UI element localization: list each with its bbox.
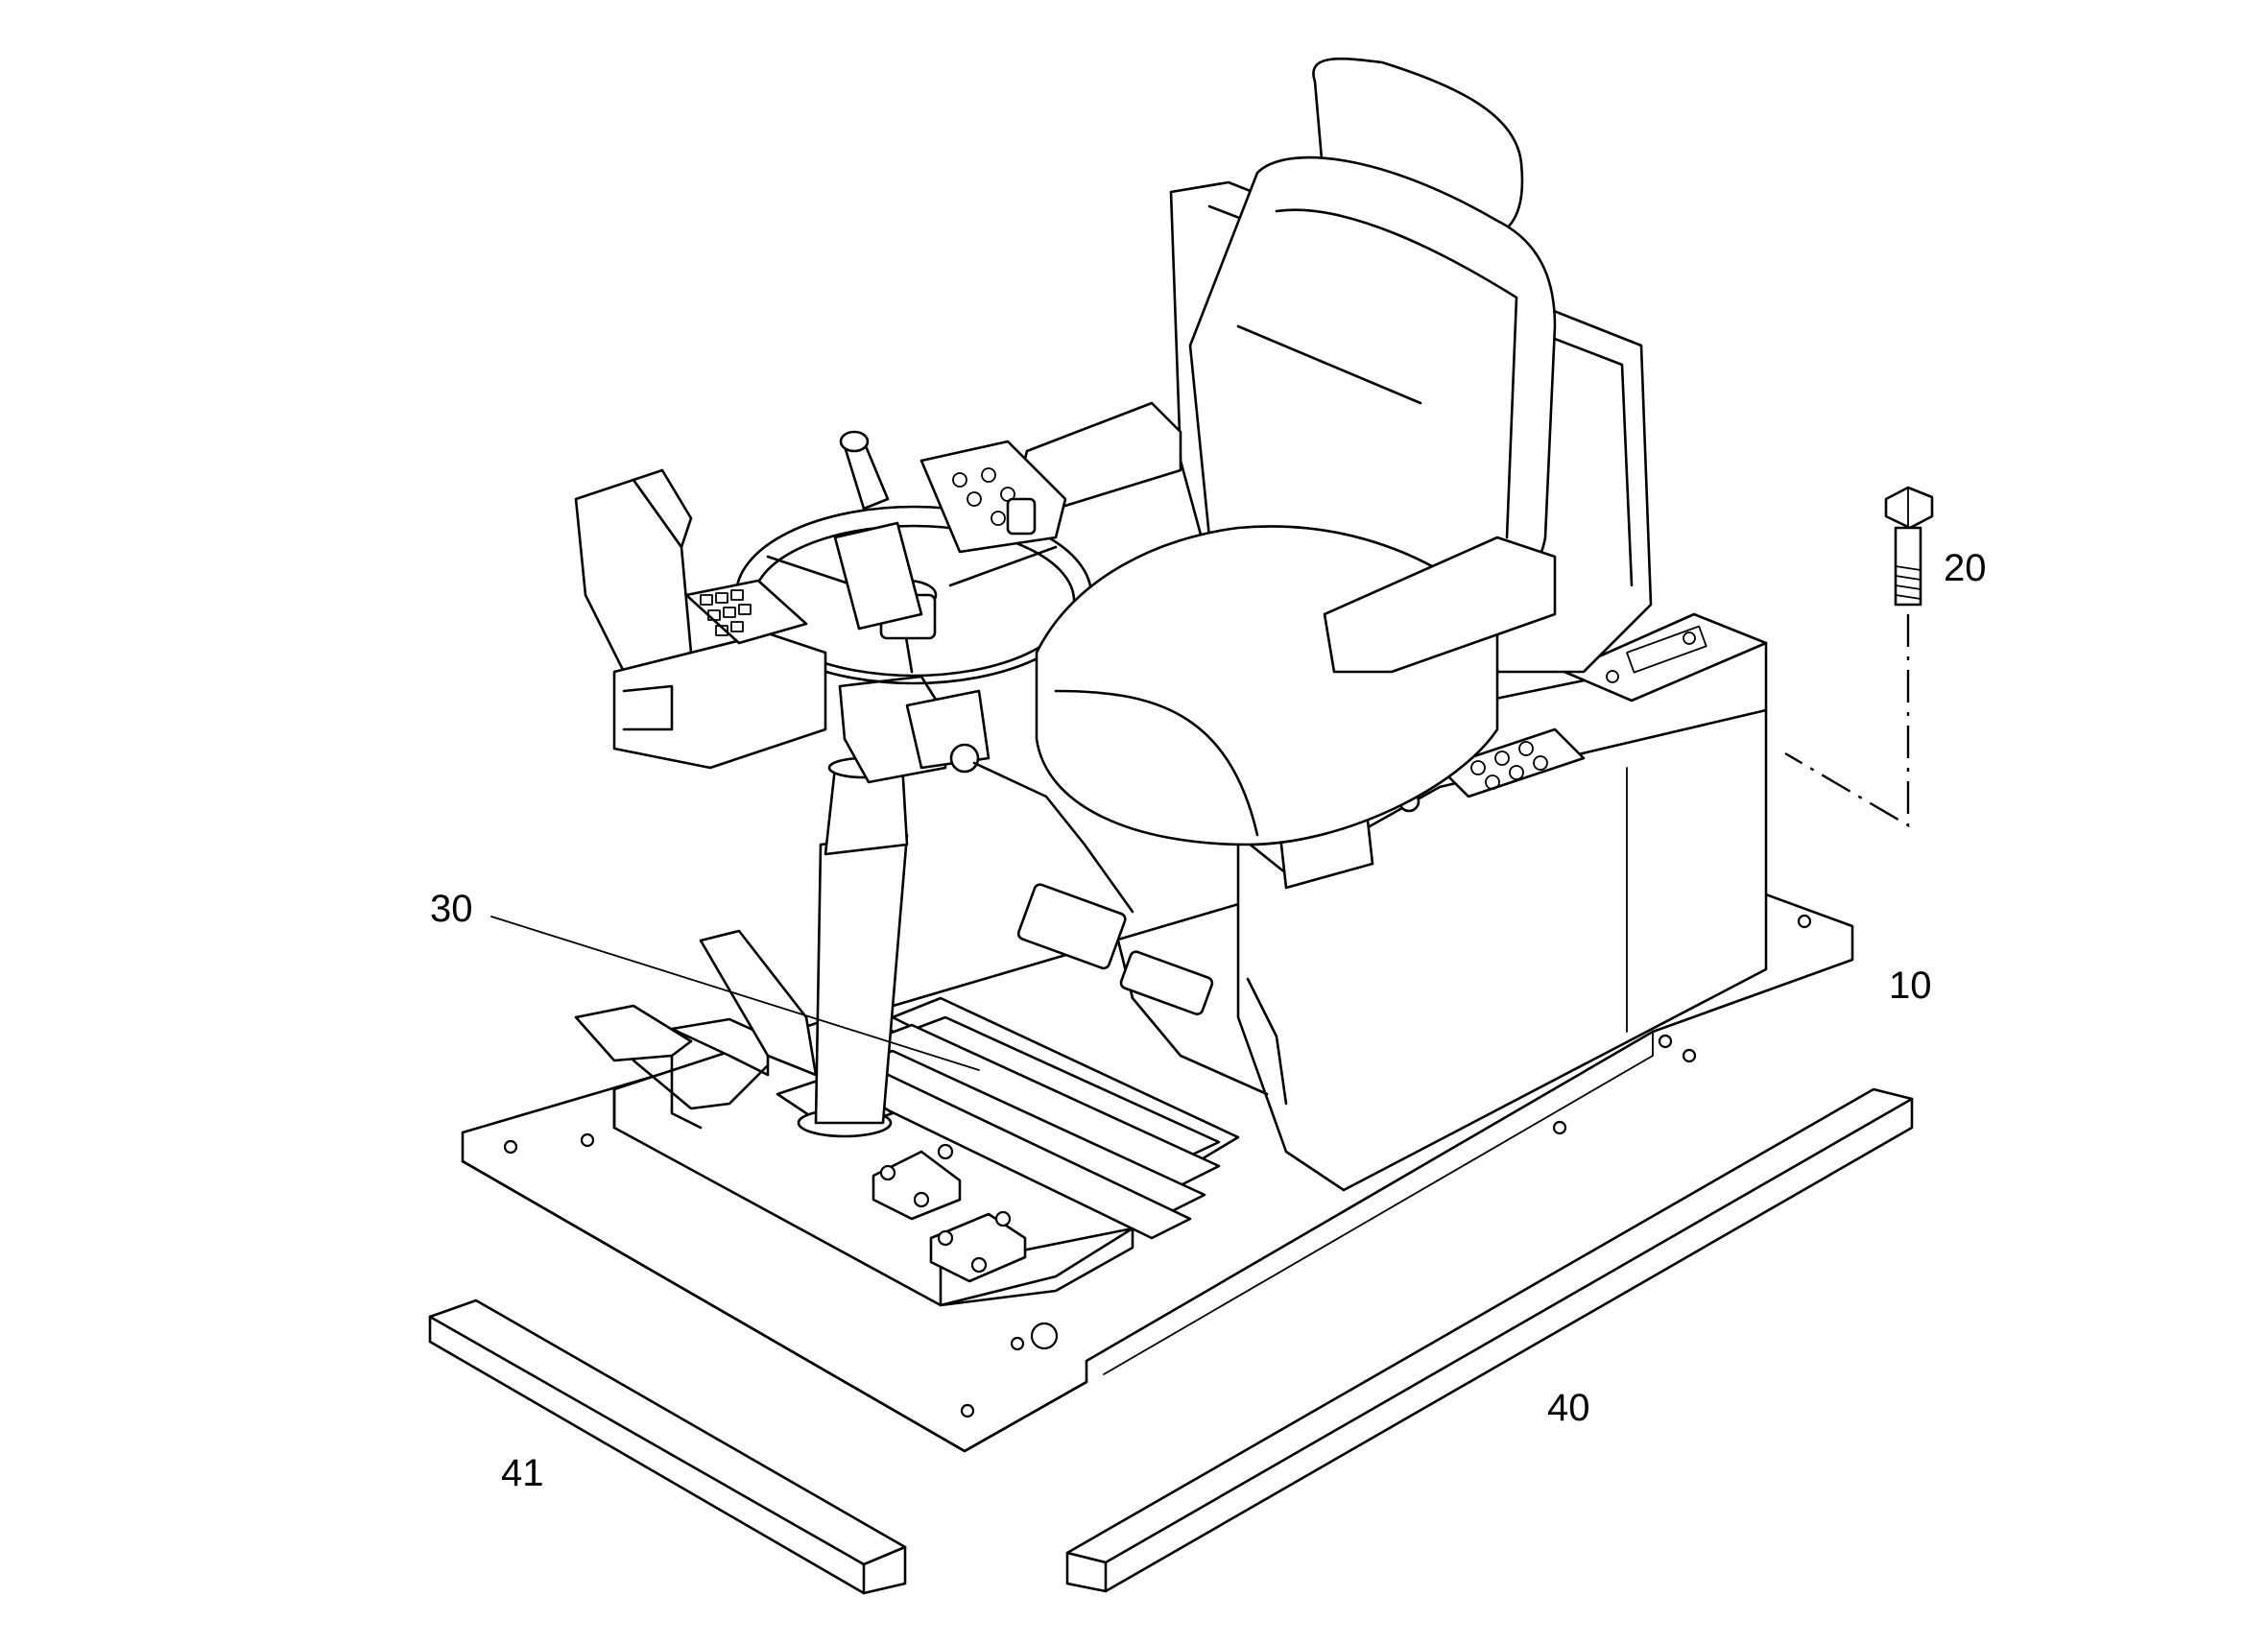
floor-mat [833,996,1240,1240]
left-shift-console [833,430,1067,631]
leader-line-pedal-assembly [490,916,980,1071]
support-bar-long [1065,1087,1914,1593]
label-support-bar-long: 40 [1547,1387,1590,1429]
base-hole [503,1139,518,1155]
base-hole [1552,1120,1567,1135]
label-support-bar-short: 41 [501,1452,544,1494]
left-console [574,468,827,770]
base-hole [960,1403,975,1418]
base-hole [1682,1048,1697,1063]
base-hole [1658,1034,1673,1049]
label-pedal-assembly: 30 [430,888,473,930]
pedal-assembly [574,675,991,1138]
base-hole [1030,1322,1059,1350]
operator-seat [1015,57,1557,846]
label-bolt: 20 [1944,547,1987,589]
footrest-platform [612,1006,1134,1307]
base-hole [1010,1336,1025,1351]
bolt [1784,486,1934,828]
base-hole [1797,914,1812,929]
linkage [972,761,1288,1106]
bolt-insertion-path [1784,614,1910,828]
label-cab-assembly: 10 [1889,965,1932,1007]
left-console-button-grid [700,589,752,636]
base-hole [580,1132,595,1148]
support-bar-short [428,1299,907,1595]
